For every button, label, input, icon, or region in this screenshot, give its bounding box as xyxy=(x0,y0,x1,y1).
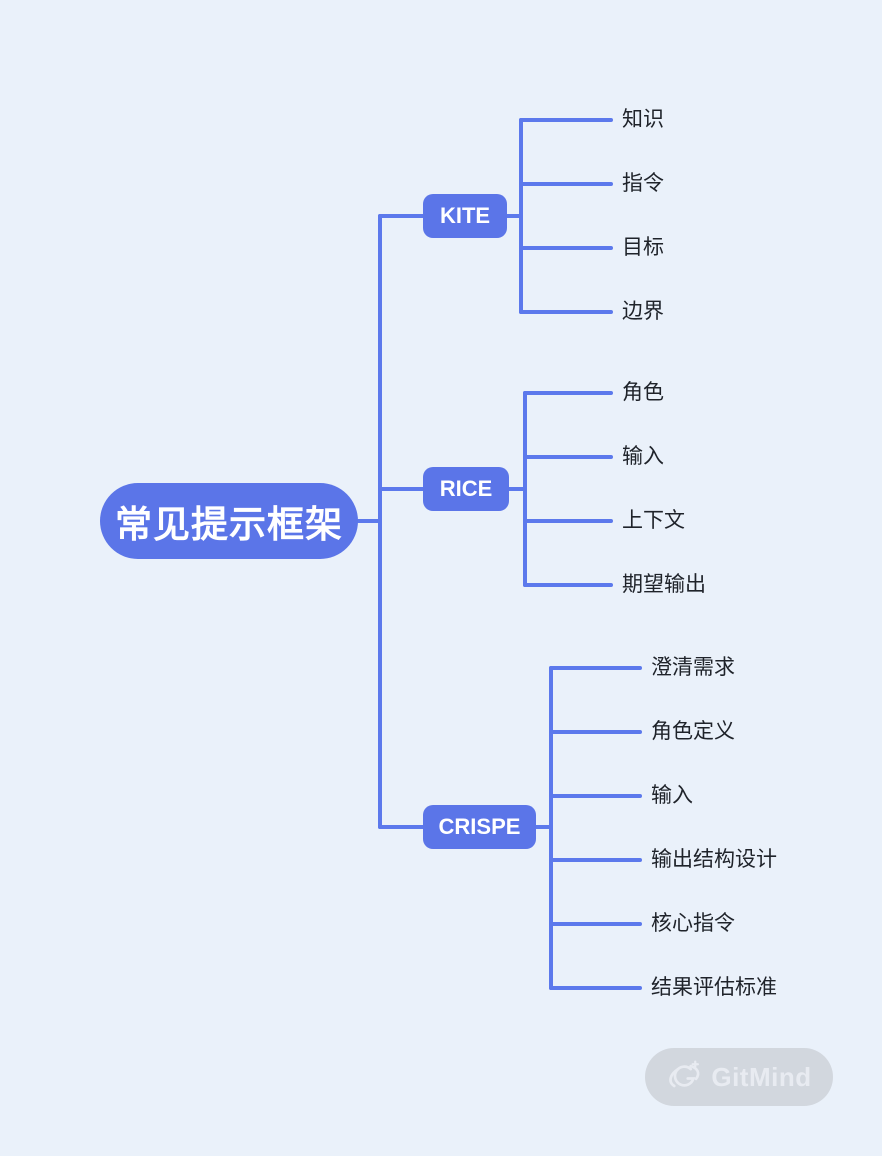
leaf-node-rice-4[interactable]: 期望输出 xyxy=(622,573,706,596)
leaf-node-rice-3[interactable]: 上下文 xyxy=(622,509,685,532)
leaf-node-kite-4[interactable]: 边界 xyxy=(622,300,664,323)
connector-line xyxy=(507,487,527,491)
connector-line xyxy=(519,310,613,314)
connector-line-root xyxy=(356,519,382,523)
connector-line-rice xyxy=(378,487,425,491)
connector-line xyxy=(549,666,642,670)
connector-line-crispe xyxy=(378,825,425,829)
leaf-node-rice-2[interactable]: 输入 xyxy=(622,445,664,468)
leaf-node-crispe-6[interactable]: 结果评估标准 xyxy=(651,976,777,999)
branch-node-rice[interactable]: RICE xyxy=(423,467,509,511)
connector-line xyxy=(523,455,613,459)
gitmind-planet-logo-icon xyxy=(666,1059,702,1095)
leaf-node-crispe-5[interactable]: 核心指令 xyxy=(651,912,735,935)
connector-trunk-crispe xyxy=(549,666,553,990)
leaf-node-kite-3[interactable]: 目标 xyxy=(622,236,664,259)
connector-line xyxy=(523,519,613,523)
gitmind-watermark: GitMind xyxy=(645,1048,833,1106)
leaf-node-crispe-2[interactable]: 角色定义 xyxy=(651,720,735,743)
connector-line xyxy=(505,214,523,218)
gitmind-brand-label: GitMind xyxy=(711,1061,812,1092)
connector-line xyxy=(519,246,613,250)
connector-line xyxy=(549,794,642,798)
branch-node-crispe[interactable]: CRISPE xyxy=(423,805,536,849)
leaf-node-kite-1[interactable]: 知识 xyxy=(622,108,664,131)
connector-trunk-rice xyxy=(523,391,527,587)
connector-trunk-kite xyxy=(519,118,523,314)
connector-line xyxy=(534,825,553,829)
connector-line-kite xyxy=(378,214,425,218)
connector-line xyxy=(519,182,613,186)
connector-line xyxy=(549,858,642,862)
branch-node-kite[interactable]: KITE xyxy=(423,194,507,238)
connector-line xyxy=(519,118,613,122)
connector-line xyxy=(549,986,642,990)
leaf-node-crispe-4[interactable]: 输出结构设计 xyxy=(651,848,777,871)
leaf-node-rice-1[interactable]: 角色 xyxy=(622,381,664,404)
root-node[interactable]: 常见提示框架 xyxy=(100,483,358,559)
connector-line xyxy=(523,391,613,395)
connector-line xyxy=(549,922,642,926)
connector-line xyxy=(549,730,642,734)
leaf-node-kite-2[interactable]: 指令 xyxy=(622,172,664,195)
connector-trunk-main xyxy=(378,214,382,829)
leaf-node-crispe-1[interactable]: 澄清需求 xyxy=(651,656,735,679)
leaf-node-crispe-3[interactable]: 输入 xyxy=(651,784,693,807)
connector-line xyxy=(523,583,613,587)
